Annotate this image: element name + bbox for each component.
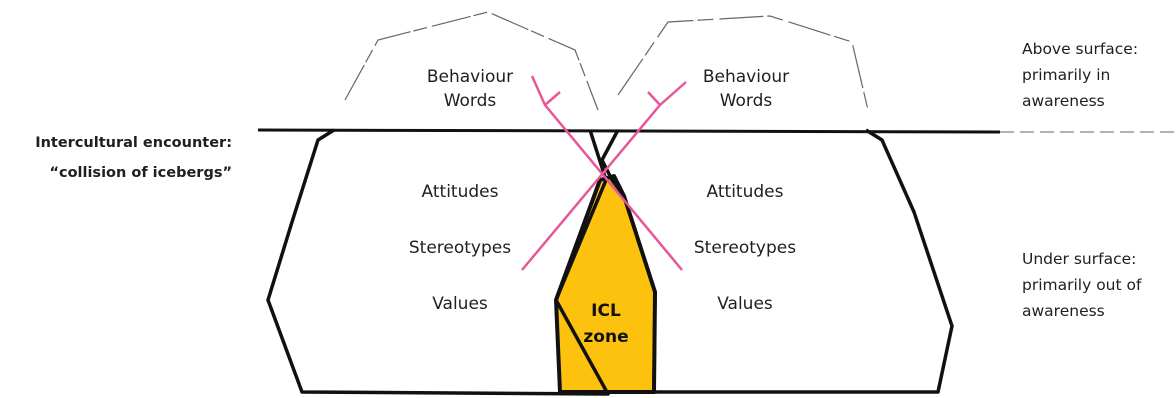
above-note-line-3: awareness	[1022, 92, 1105, 110]
under-note-line-3: awareness	[1022, 302, 1105, 320]
right-above-labels: Behaviour Words	[676, 65, 816, 113]
icl-zone-line-2: zone	[583, 327, 629, 347]
caption-line-2: “collision of icebergs”	[49, 165, 232, 181]
caption-line-1: Intercultural encounter:	[35, 135, 232, 151]
arrowhead-right	[647, 81, 687, 107]
left-stereotypes-label: Stereotypes	[408, 238, 512, 258]
water-surface-line	[257, 128, 1001, 134]
left-iceberg-top	[344, 11, 599, 111]
left-words-label: Words	[443, 91, 497, 111]
right-stereotypes-label: Stereotypes	[693, 238, 797, 258]
right-attitudes-label: Attitudes	[706, 182, 784, 202]
left-attitudes-label: Attitudes	[421, 182, 499, 202]
under-surface-note: Under surface: primarily out of awarenes…	[1022, 246, 1174, 324]
right-behaviour-label: Behaviour	[702, 67, 790, 87]
left-values-label: Values	[432, 294, 488, 314]
right-words-label: Words	[719, 91, 773, 111]
intercultural-encounter-caption: Intercultural encounter: “collision of i…	[0, 128, 232, 188]
collision-arrow-left	[544, 104, 683, 271]
right-values-label: Values	[717, 294, 773, 314]
right-iceberg-base	[600, 128, 954, 394]
above-note-line-2: primarily in	[1022, 66, 1111, 84]
arrowhead-left	[530, 75, 561, 107]
icl-zone-shape	[554, 174, 657, 394]
above-surface-note: Above surface: primarily in awareness	[1022, 36, 1174, 114]
under-note-line-2: primarily out of	[1022, 276, 1142, 294]
icl-zone-label: ICL zone	[566, 298, 646, 350]
above-note-line-1: Above surface:	[1022, 40, 1139, 58]
under-note-line-1: Under surface:	[1022, 250, 1137, 268]
collision-arrow-right	[521, 104, 661, 271]
left-above-labels: Behaviour Words	[400, 65, 540, 113]
left-behaviour-label: Behaviour	[426, 67, 514, 87]
right-iceberg-top	[617, 15, 869, 111]
left-iceberg-base	[266, 128, 610, 396]
icl-zone-line-1: ICL	[591, 301, 621, 321]
